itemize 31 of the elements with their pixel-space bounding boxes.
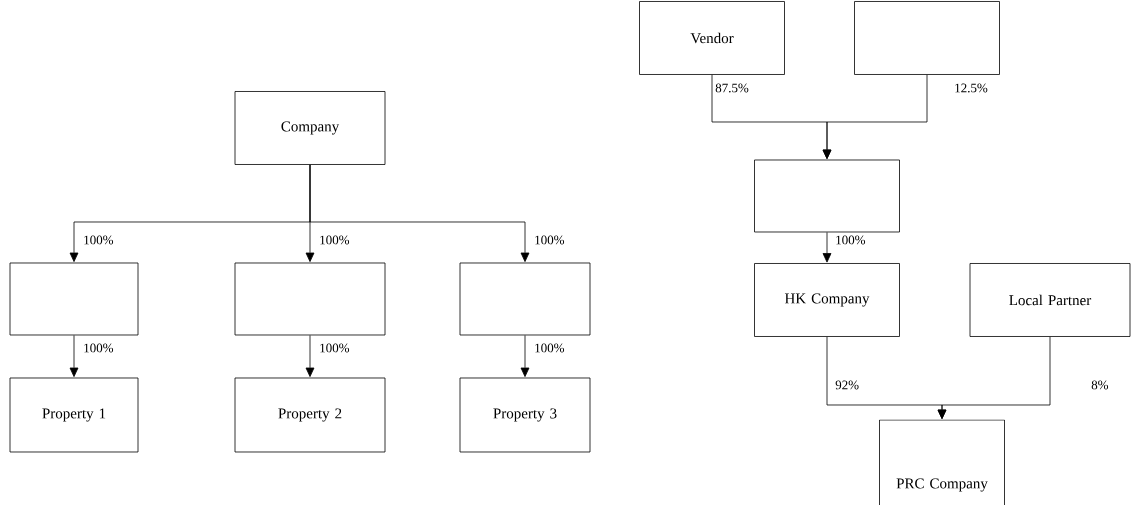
edge-label: 87.5% (714, 82, 750, 94)
edge-label: 100% (533, 234, 566, 246)
entity-box: PRC Company (879, 419, 1005, 505)
entity-box: Property 1 (9, 377, 139, 453)
edge-label: 100% (82, 234, 115, 246)
arrow (309, 164, 530, 262)
edge-label: 8% (1090, 379, 1110, 391)
arrow (937, 336, 1051, 419)
edge-label: 100% (533, 342, 566, 354)
edge-label: 92% (834, 379, 861, 391)
edge-label: 12.5% (953, 82, 989, 94)
empty-box (459, 262, 591, 336)
edge-label: 100% (318, 342, 351, 354)
entity-box: Vendor (639, 1, 785, 75)
arrow (822, 232, 832, 263)
entity-box: Local Partner (969, 263, 1131, 337)
entity-box: HK Company (754, 263, 900, 337)
edge-label: 100% (834, 234, 867, 246)
empty-box (234, 262, 386, 336)
edge-label: 100% (82, 342, 115, 354)
edge-label: 100% (318, 234, 351, 246)
entity-box: Property 2 (234, 377, 386, 453)
entity-box: Company (234, 91, 386, 165)
arrow (69, 335, 79, 377)
arrow (520, 335, 530, 377)
empty-box (854, 1, 1000, 75)
empty-box (754, 159, 900, 233)
arrow (822, 74, 928, 159)
entity-box: Property 3 (459, 377, 591, 453)
arrow (305, 335, 315, 377)
empty-box (9, 262, 139, 336)
